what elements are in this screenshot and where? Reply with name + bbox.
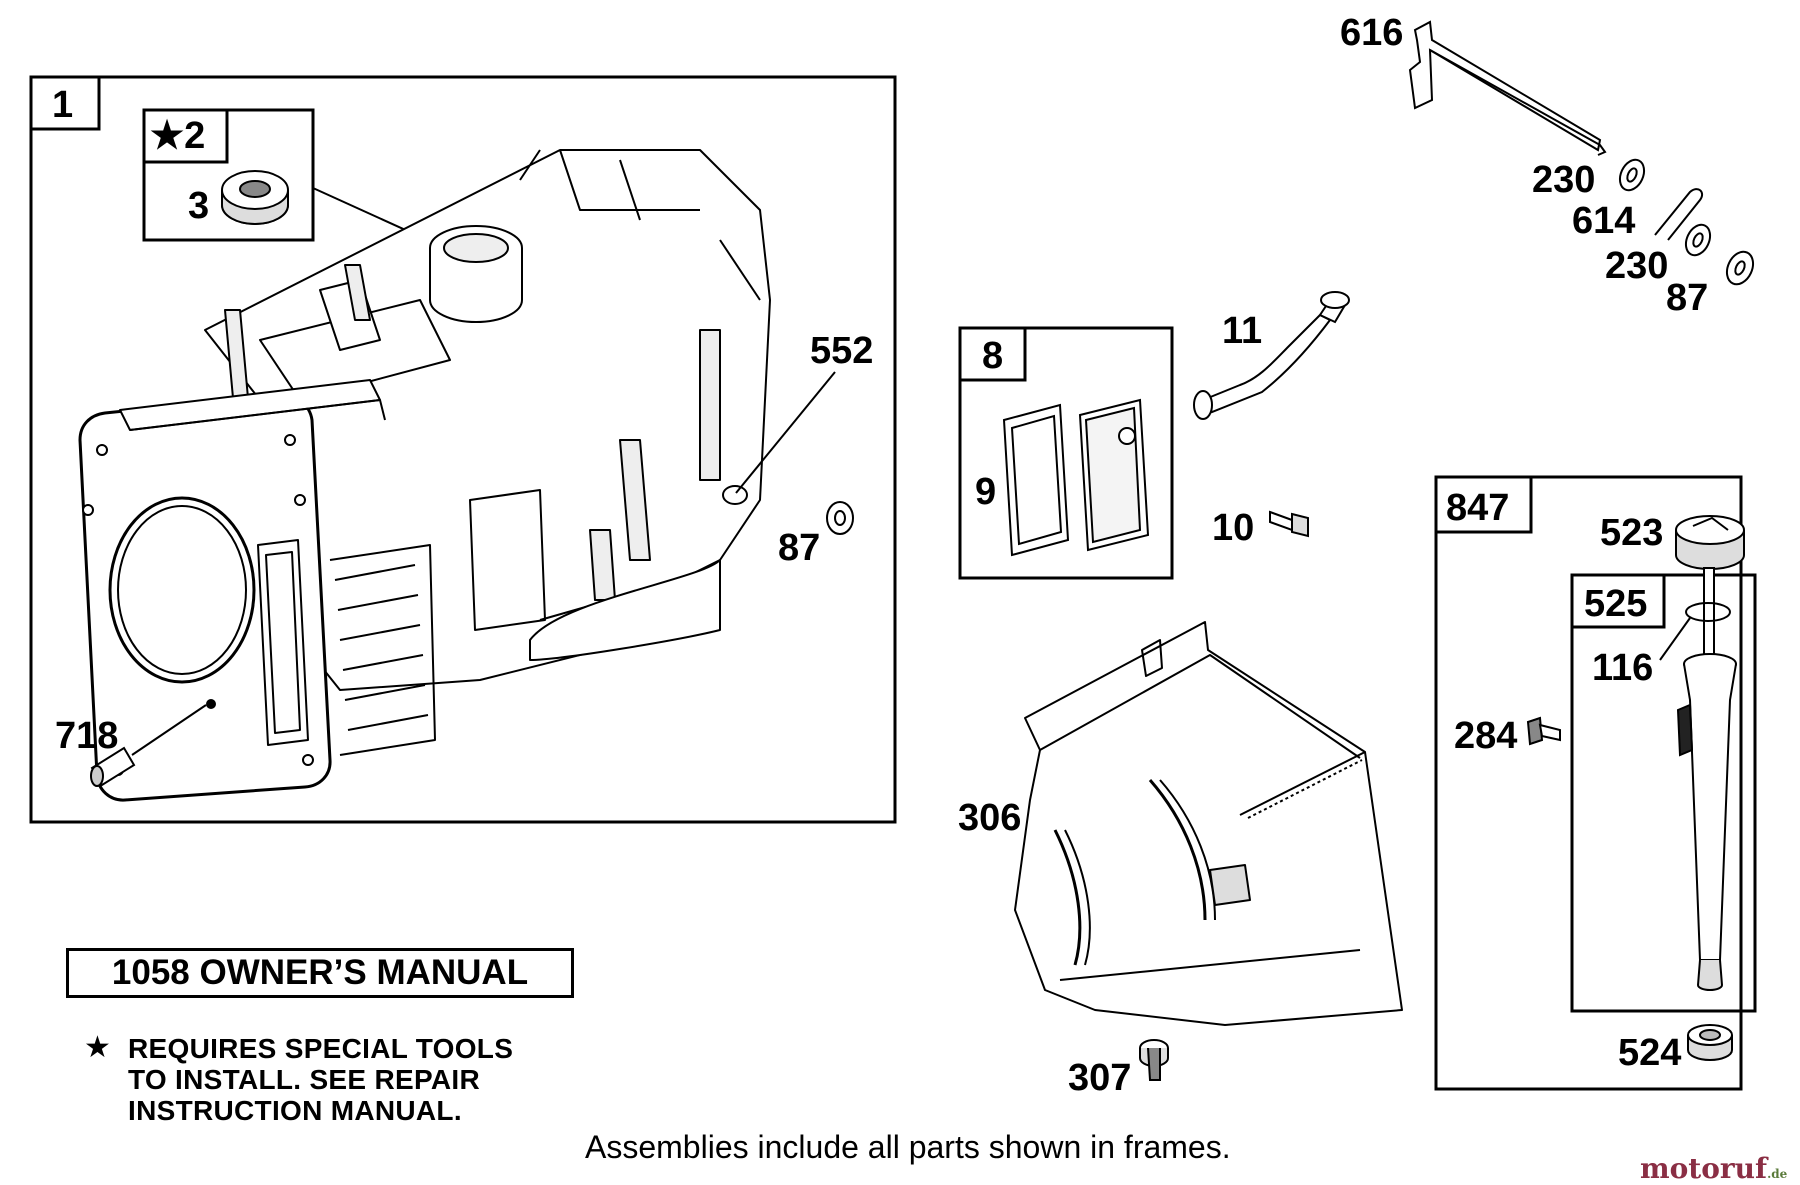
note-line-2: TO INSTALL. SEE REPAIR [128, 1064, 480, 1095]
screw-part-10 [1269, 510, 1309, 538]
plug-part-524 [1687, 1024, 1733, 1061]
watermark-text: motoruf [1640, 1152, 1768, 1185]
label-523: 523 [1600, 512, 1663, 554]
frame-2 [142, 108, 315, 242]
label-847: 847 [1446, 487, 1509, 529]
label-525: 525 [1584, 583, 1647, 625]
footer-note: Assemblies include all parts shown in fr… [585, 1129, 1231, 1165]
label-614: 614 [1572, 200, 1635, 242]
label-1: 1 [52, 84, 73, 126]
screw-part-307 [1139, 1039, 1169, 1081]
label-616: 616 [1340, 12, 1403, 54]
blower-housing-part-306 [1014, 621, 1403, 1026]
o-ring-part-116 [1685, 602, 1731, 622]
frame-847 [1434, 475, 1757, 1091]
star-icon: ★ [84, 1031, 111, 1064]
label-2: ★2 [150, 115, 205, 157]
label-284: 284 [1454, 715, 1517, 757]
label-11: 11 [1222, 310, 1262, 352]
watermark-suffix: .de [1767, 1167, 1788, 1181]
label-9: 9 [975, 471, 996, 513]
label-718: 718 [55, 715, 118, 757]
label-307: 307 [1068, 1057, 1131, 1099]
frame-8 [958, 326, 1174, 580]
washer-part-230-bottom [1684, 223, 1712, 257]
label-10: 10 [1212, 507, 1254, 549]
label-116: 116 [1592, 647, 1653, 689]
washer-part-87 [826, 501, 854, 535]
clip-part-614 [1654, 188, 1704, 241]
screw-part-284 [1526, 716, 1561, 746]
washer-part-230-top [1618, 158, 1646, 192]
dipstick-cap-part-523 [1675, 515, 1745, 659]
dipstick-tube [1676, 653, 1737, 991]
breather-gasket [1002, 398, 1150, 557]
label-230-bottom: 230 [1605, 245, 1668, 287]
seal-part-3 [221, 170, 289, 225]
governor-shaft-part-616 [1408, 20, 1607, 156]
watermark-logo: motoruf.de [1640, 1152, 1787, 1185]
breather-tube-part-11 [1193, 291, 1350, 420]
label-552: 552 [810, 330, 873, 372]
label-230-top: 230 [1532, 159, 1595, 201]
note-line-3: INSTRUCTION MANUAL. [128, 1095, 462, 1126]
washer-part-87-right [1725, 250, 1755, 286]
cylinder-block [78, 149, 771, 802]
label-87-left: 87 [778, 527, 820, 569]
note-line-1: REQUIRES SPECIAL TOOLS [128, 1033, 514, 1064]
owners-manual-box: 1058 OWNER’S MANUAL [66, 948, 574, 998]
label-87-right: 87 [1666, 277, 1708, 319]
label-524: 524 [1618, 1032, 1681, 1074]
frame-1 [29, 75, 897, 824]
label-8: 8 [982, 335, 1003, 377]
label-306: 306 [958, 797, 1021, 839]
label-3: 3 [188, 185, 209, 227]
pin-part-718 [90, 746, 136, 787]
